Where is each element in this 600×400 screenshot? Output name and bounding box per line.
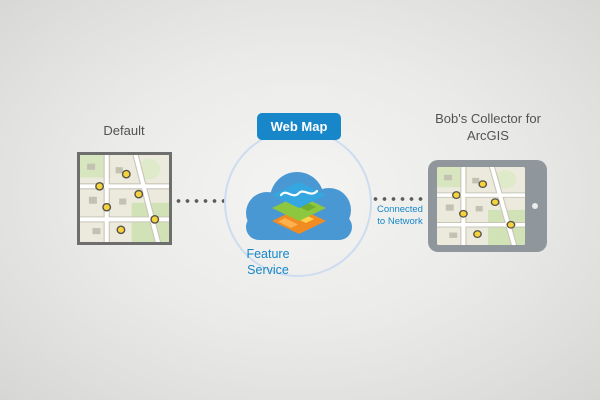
left-connection-dotted-line: [174, 199, 226, 203]
tablet-camera-dot: [532, 203, 538, 209]
map-image-icon: [80, 155, 169, 242]
tablet-device: [428, 160, 547, 252]
feature-service-label: Feature Service: [246, 247, 290, 277]
device-label: Bob's Collector for ArcGIS: [435, 111, 541, 143]
feature-service-layers-icon: [272, 182, 326, 234]
left-map-label: Default: [103, 123, 145, 138]
default-map-thumbnail: [77, 152, 172, 245]
web-map-badge: Web Map: [257, 113, 341, 140]
map-image-icon: [437, 167, 525, 245]
connected-to-network-label: Connected to Network: [377, 204, 423, 228]
right-connection-dotted-line: [371, 197, 427, 201]
tablet-screen-map: [437, 167, 525, 245]
